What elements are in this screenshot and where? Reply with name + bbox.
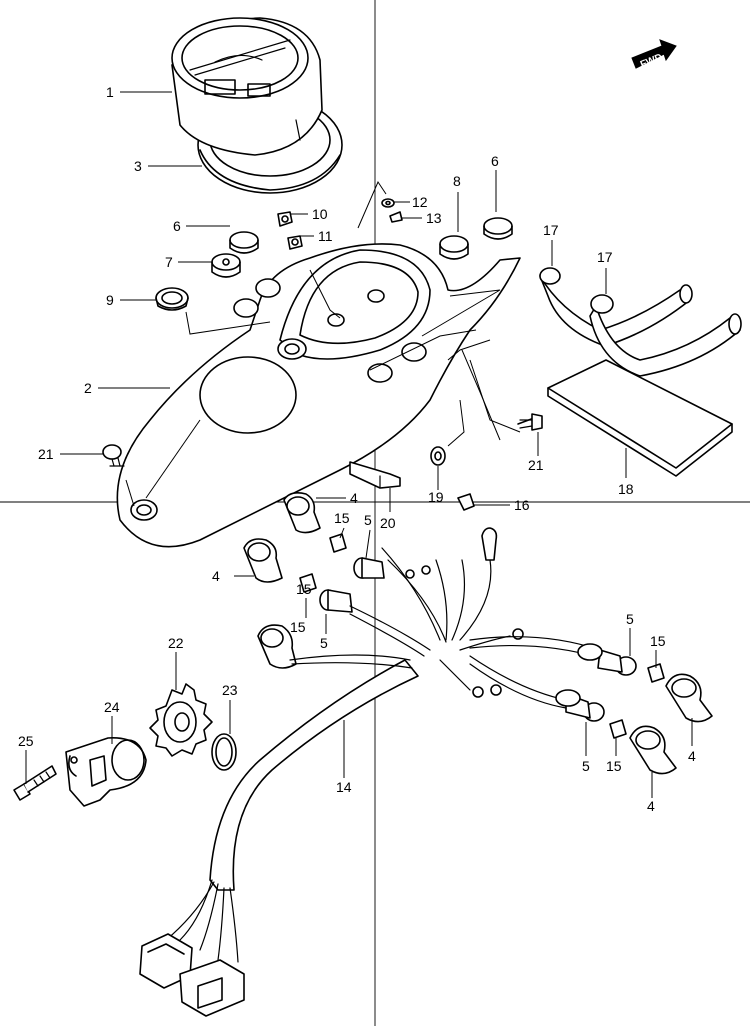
- bracket-20: [349, 461, 401, 489]
- callout-17-left: 17: [543, 222, 559, 238]
- bolt-25: [13, 765, 57, 801]
- bulb-16: [457, 493, 475, 511]
- callout-21-left: 21: [38, 446, 54, 462]
- callout-7: 7: [165, 254, 173, 270]
- callout-12: 12: [412, 194, 428, 210]
- speedometer-head: [171, 17, 323, 156]
- callout-4-right: 4: [688, 748, 696, 764]
- callout-15-a: 15: [334, 510, 350, 526]
- callout-16: 16: [514, 497, 530, 513]
- callout-10: 10: [312, 206, 328, 222]
- socket-5-c: [597, 649, 637, 676]
- meter-panel-cover: [116, 243, 521, 548]
- callout-11: 11: [318, 228, 333, 244]
- washer-12: [381, 198, 395, 208]
- callout-5-a: 5: [364, 512, 372, 528]
- gear-22: [149, 683, 213, 757]
- leader-lines: [25, 91, 693, 798]
- grommet-8: [439, 235, 469, 260]
- callout-6-left: 6: [173, 218, 181, 234]
- callout-20: 20: [380, 515, 396, 531]
- screw-21-left: [102, 444, 125, 467]
- callout-15-b: 15: [290, 619, 306, 635]
- callout-22: 22: [168, 635, 184, 651]
- washer-19: [430, 446, 446, 466]
- callout-9: 9: [106, 292, 114, 308]
- callout-15-e: 15: [606, 758, 622, 774]
- callout-5-c: 5: [626, 611, 634, 627]
- callout-13: 13: [426, 210, 442, 226]
- callout-15-d: 15: [650, 633, 666, 649]
- grommet-6-right: [483, 217, 513, 240]
- callout-5-d: 5: [582, 758, 590, 774]
- hose-17-lower: [589, 294, 742, 377]
- socket-4-right: [665, 673, 713, 723]
- screw-21-right: [517, 413, 543, 431]
- grommet-9: [155, 287, 189, 311]
- fwd-arrow-icon: FWD: [631, 39, 677, 71]
- socket-4-top: [283, 492, 321, 534]
- callout-18: 18: [618, 481, 634, 497]
- bulb-15-b: [299, 573, 317, 593]
- callout-4-top: 4: [350, 490, 358, 506]
- wiring-harness: [139, 527, 603, 1017]
- grommet-6-left: [229, 231, 259, 254]
- bulb-15-a: [329, 533, 347, 553]
- callout-14: 14: [336, 779, 352, 795]
- socket-4-bottom: [629, 725, 677, 775]
- nut-10: [277, 211, 293, 227]
- callout-19: 19: [428, 489, 444, 505]
- bulb-15-d: [609, 719, 627, 739]
- callout-24: 24: [104, 699, 120, 715]
- callout-1: 1: [106, 84, 114, 100]
- callout-numbers: 1 3 6 7 9 2 21 10 11 12 13 8 6 17 17 18 …: [18, 84, 696, 814]
- speed-sensor-24: [65, 737, 147, 807]
- socket-5-b: [319, 589, 353, 613]
- snap-ring-23: [211, 733, 237, 771]
- nut-11: [287, 235, 303, 250]
- callout-3: 3: [134, 158, 142, 174]
- callout-4-bottom: 4: [647, 798, 655, 814]
- callout-2: 2: [84, 380, 92, 396]
- callout-17-right: 17: [597, 249, 613, 265]
- socket-5-a: [353, 557, 385, 579]
- socket-4-left: [243, 538, 283, 583]
- callout-21-right: 21: [528, 457, 544, 473]
- callout-6-right: 6: [491, 153, 499, 169]
- socket-capped-end: [257, 624, 297, 669]
- callout-23: 23: [222, 682, 238, 698]
- pad-18: [547, 359, 733, 477]
- grommet-7: [211, 253, 241, 278]
- hose-17-upper: [539, 267, 693, 347]
- callout-15-c: 15: [296, 581, 312, 597]
- callout-25: 25: [18, 733, 34, 749]
- callout-8: 8: [453, 173, 461, 189]
- callout-4-left: 4: [212, 568, 220, 584]
- callout-5-b: 5: [320, 635, 328, 651]
- screw-13: [389, 211, 403, 223]
